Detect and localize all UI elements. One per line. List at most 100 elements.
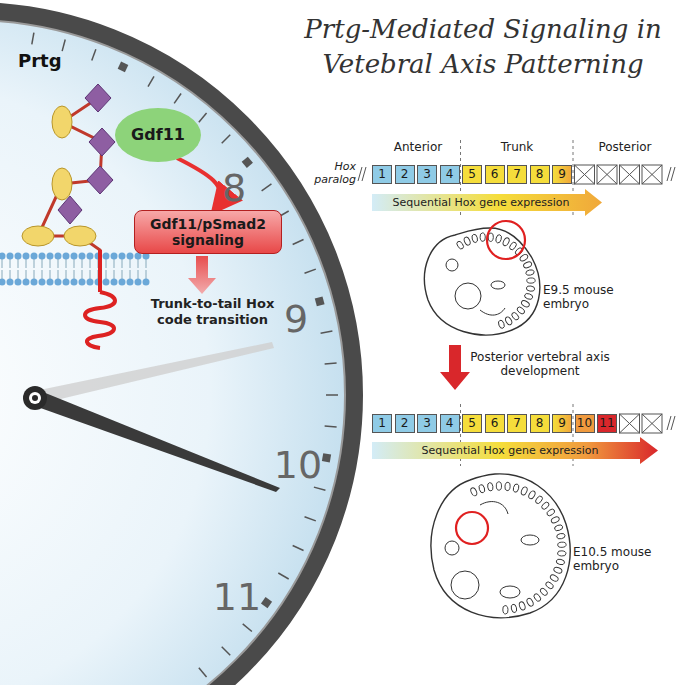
somite (520, 299, 530, 308)
somite (533, 593, 542, 603)
minute-tick (262, 184, 272, 191)
node-text: 3 (423, 168, 431, 182)
somite (516, 306, 526, 315)
break-mark (667, 416, 671, 430)
minute-tick (325, 363, 337, 364)
somite (553, 566, 563, 574)
node-text: Gdf11/pSmad2 signaling (135, 216, 281, 248)
somite (478, 484, 485, 494)
hox-box: 2 (395, 165, 415, 184)
lipid-head (55, 279, 62, 286)
hox-box: 7 (507, 414, 527, 433)
node-text: 10 (577, 417, 592, 431)
node-text: 6 (491, 168, 499, 182)
clock-ticks (32, 33, 338, 685)
somite (470, 487, 478, 497)
somite (546, 508, 556, 517)
lipid-head (127, 253, 134, 260)
stage-label: E9.5 mouse embryo (543, 283, 631, 312)
cell-membrane (0, 253, 150, 286)
minute-tick (293, 545, 304, 550)
somite (504, 316, 513, 326)
cross (620, 414, 640, 433)
lipid-head (63, 279, 70, 286)
minute-tick (174, 94, 181, 104)
somite (525, 269, 534, 276)
somite (456, 240, 465, 250)
minute-tick (305, 269, 316, 273)
signaling-box: Gdf11/pSmad2 signaling (134, 210, 282, 254)
clock-face (0, 20, 345, 685)
somite (508, 241, 517, 251)
node-text: 5 (468, 168, 476, 182)
somite (528, 490, 537, 500)
hox-box: 6 (485, 165, 505, 184)
minute-tick (62, 40, 65, 52)
somite (520, 486, 528, 496)
hour-marker (261, 597, 272, 608)
cross (597, 165, 617, 184)
clock-hand (32, 390, 280, 492)
node-text: 11 (599, 417, 614, 431)
hox-box: 3 (417, 414, 437, 433)
cross (642, 165, 662, 184)
lipid-head (23, 279, 30, 286)
node-text: 9 (558, 417, 566, 431)
clock-bezel-inner (0, 20, 345, 685)
hour-marker (315, 296, 325, 306)
empty-hox-box (620, 414, 640, 433)
lipid-head (103, 279, 110, 286)
lipid-head (71, 253, 78, 260)
somite (526, 285, 535, 291)
hour-marker (322, 453, 331, 462)
hox-box: 4 (440, 414, 460, 433)
node-text: Gdf11 (131, 126, 185, 144)
node-text: 4 (446, 417, 454, 431)
somite (519, 253, 529, 262)
break-mark (667, 167, 671, 181)
clock-number: 10 (273, 443, 323, 489)
hox-box: 9 (552, 165, 572, 184)
somite (463, 236, 471, 246)
somite (495, 234, 502, 244)
hox-box: 9 (552, 414, 572, 433)
somite (540, 501, 550, 511)
break-mark (671, 416, 675, 430)
lipid-head (0, 279, 6, 286)
cross (642, 414, 662, 433)
somite (471, 234, 478, 243)
somite (545, 581, 555, 590)
minute-tick (243, 624, 252, 632)
hox-box: 6 (485, 414, 505, 433)
empty-hox-box (642, 165, 662, 184)
somite (557, 550, 566, 556)
lipid-head (143, 279, 150, 286)
lipid-head (15, 253, 22, 260)
ligand-ellipse: Gdf11 (115, 108, 201, 162)
minute-tick (321, 331, 333, 333)
cross (597, 165, 617, 184)
node-text: 8 (536, 168, 544, 182)
lipid-head (127, 279, 134, 286)
clock-number: 11 (212, 575, 262, 621)
embryo-e9-5 (424, 221, 539, 335)
cross (620, 414, 640, 433)
lipid-head (87, 253, 94, 260)
somite (524, 293, 534, 301)
arrow-label: Sequential Hox gene expression (376, 195, 586, 211)
lipid-head (55, 253, 62, 260)
hox-box: 7 (507, 165, 527, 184)
somite (523, 261, 533, 269)
minute-tick (148, 76, 154, 86)
somite (511, 311, 520, 321)
hox-box: 5 (462, 165, 482, 184)
prtg-protein (22, 84, 115, 348)
region-label: Posterior (580, 140, 670, 154)
cross (642, 414, 662, 433)
somite (556, 533, 565, 540)
minute-tick (325, 426, 337, 427)
lipid-head (39, 253, 46, 260)
node-text: 6 (491, 417, 499, 431)
node-text: 9 (558, 168, 566, 182)
node-text: 1 (378, 417, 386, 431)
